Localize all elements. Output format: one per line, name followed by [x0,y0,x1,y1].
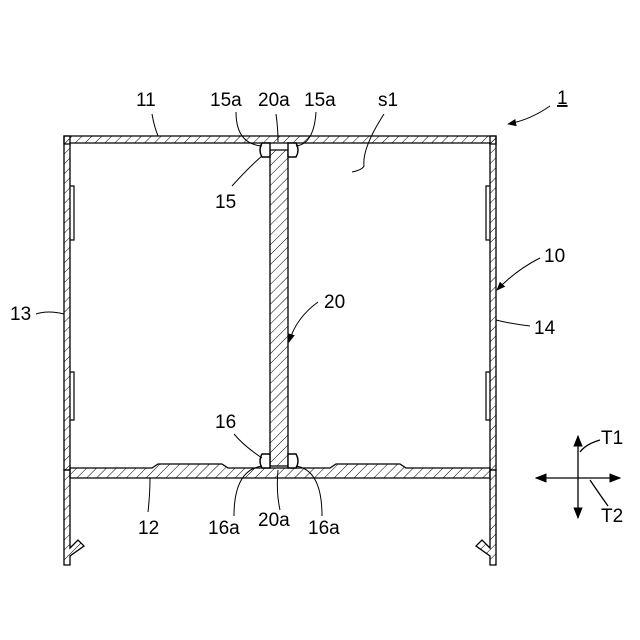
label-20a-bottom: 20a [258,510,290,531]
label-13: 13 [10,304,31,325]
figure-number: 1 [557,88,568,109]
right-wall-14 [490,136,496,470]
label-20a-top: 20a [258,90,290,111]
label-T2: T2 [601,506,623,527]
label-16a-left: 16a [208,518,240,539]
arrow-1 [508,106,550,124]
label-10: 10 [544,246,565,267]
leader-12 [148,478,150,512]
label-15: 15 [215,192,236,213]
label-s1: s1 [378,90,398,111]
leader-14 [496,320,530,326]
leader-T2 [590,480,608,506]
left-leg [64,470,84,565]
top-wall-11 [64,136,496,144]
label-16: 16 [215,412,236,433]
leader-15 [232,156,262,186]
arrow-20 [289,302,318,342]
label-20: 20 [324,292,345,313]
leader-16 [234,434,262,458]
claw-15-left [260,143,270,157]
label-14: 14 [534,318,556,339]
leader-13 [36,312,64,314]
label-T1: T1 [601,428,623,449]
label-11: 11 [136,90,156,111]
label-12: 12 [138,518,159,539]
leader-11 [152,114,158,136]
label-15a-right: 15a [304,90,336,111]
left-wall-13 [64,136,70,470]
arrow-10 [497,258,540,290]
label-15a-left: 15a [210,90,242,111]
label-16a-right: 16a [308,518,340,539]
leader-T1 [580,440,600,452]
claw-15-right [288,143,298,157]
partition-20 [270,150,288,466]
right-leg [476,470,496,565]
